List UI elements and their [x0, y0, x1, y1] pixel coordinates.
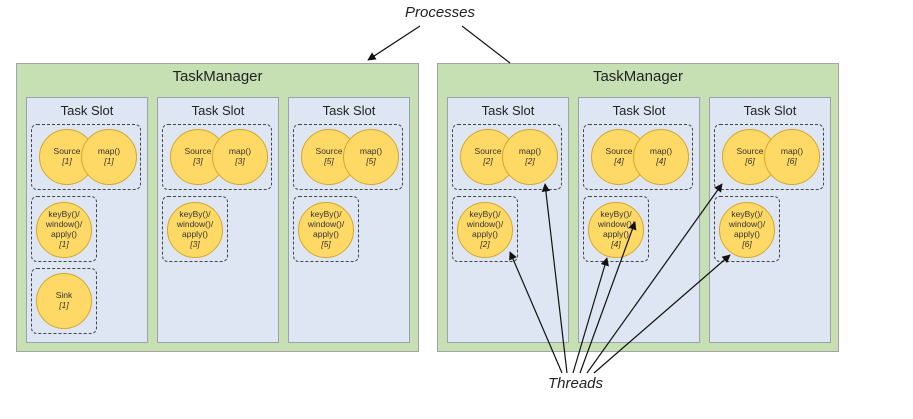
sink-operator: Sink[1] [36, 273, 92, 329]
map-operator-label: map() [780, 146, 804, 157]
thread-arrow-5 [586, 183, 723, 374]
window-operator: keyBy()/ window()/ apply()[2] [457, 202, 513, 258]
taskmanager-title: TaskManager [592, 68, 684, 85]
thread-arrow-1 [509, 251, 563, 374]
thread-arrow-2 [541, 183, 568, 374]
source-operator-index: [4] [614, 156, 624, 166]
window-operator-group [714, 196, 780, 262]
window-operator-group [452, 196, 518, 262]
window-operator-label: keyBy()/ window()/ apply() [45, 209, 83, 239]
source-operator-label: Source [605, 146, 633, 157]
map-operator: map()[3] [212, 129, 268, 185]
window-operator: keyBy()/ window()/ apply()[3] [167, 202, 223, 258]
source-operator-index: [2] [483, 156, 493, 166]
window-operator-index: [5] [321, 238, 331, 249]
source-operator-label: Source [736, 146, 764, 157]
window-operator-group [293, 196, 359, 262]
window-operator-group [31, 196, 97, 262]
window-operator-label: keyBy()/ window()/ apply() [307, 209, 345, 239]
map-operator: map()[5] [343, 129, 399, 185]
thread-arrow-4 [579, 221, 637, 374]
window-operator-index: [3] [190, 238, 200, 249]
window-operator-index: [1] [59, 238, 69, 249]
source-operator-index: [5] [324, 156, 334, 166]
map-operator-label: map() [518, 146, 542, 157]
thread-arrow-3 [572, 257, 609, 374]
window-operator: keyBy()/ window()/ apply()[1] [36, 202, 92, 258]
sink-operator-label: Sink [55, 290, 73, 301]
window-operator-label: keyBy()/ window()/ apply() [728, 209, 766, 239]
operator-chain-group [583, 124, 693, 190]
window-operator: keyBy()/ window()/ apply()[5] [298, 202, 354, 258]
window-operator-group [162, 196, 228, 262]
task-slot-title: Task Slot [191, 103, 245, 118]
window-operator-label: keyBy()/ window()/ apply() [176, 209, 214, 239]
task-slot-title: Task Slot [743, 103, 797, 118]
source-operator-label: Source [53, 146, 81, 157]
window-operator-group [583, 196, 649, 262]
map-operator-index: [1] [104, 156, 114, 166]
map-operator: map()[1] [81, 129, 137, 185]
map-operator-index: [3] [235, 156, 245, 166]
operator-chain-group [452, 124, 562, 190]
task-slot-title: Task Slot [60, 103, 114, 118]
source-operator-label: Source [315, 146, 343, 157]
task-slot-title: Task Slot [322, 103, 376, 118]
task-slot-title: Task Slot [612, 103, 666, 118]
map-operator-label: map() [649, 146, 673, 157]
map-operator: map()[2] [502, 129, 558, 185]
map-operator-label: map() [97, 146, 121, 157]
map-operator: map()[4] [633, 129, 689, 185]
window-operator-label: keyBy()/ window()/ apply() [466, 209, 504, 239]
processes-label: Processes [405, 4, 476, 21]
thread-arrow-6 [593, 254, 731, 374]
map-operator-label: map() [228, 146, 252, 157]
source-operator-label: Source [474, 146, 502, 157]
sink-operator-index: [1] [59, 300, 69, 310]
map-operator-index: [6] [787, 156, 797, 166]
operator-chain-group [162, 124, 272, 190]
task-slot-title: Task Slot [481, 103, 535, 118]
window-operator-index: [2] [480, 238, 490, 249]
source-operator-index: [1] [62, 156, 72, 166]
source-operator-index: [3] [193, 156, 203, 166]
map-operator-index: [5] [366, 156, 376, 166]
window-operator-index: [6] [742, 238, 752, 249]
operator-chain-group [31, 124, 141, 190]
process-arrow-2 [461, 25, 511, 64]
map-operator-index: [4] [656, 156, 666, 166]
source-operator: Source[4] [591, 129, 647, 185]
map-operator: map()[6] [764, 129, 820, 185]
window-operator-index: [4] [611, 238, 621, 249]
window-operator-label: keyBy()/ window()/ apply() [597, 209, 635, 239]
threads-label: Threads [548, 375, 604, 392]
process-arrow-1 [367, 25, 421, 61]
operator-chain-group [714, 124, 824, 190]
taskmanager-title: TaskManager [172, 68, 263, 85]
operator-chain-group [293, 124, 403, 190]
sink-operator-group [31, 268, 97, 334]
map-operator-label: map() [359, 146, 383, 157]
source-operator-label: Source [184, 146, 212, 157]
map-operator-index: [2] [525, 156, 535, 166]
source-operator-index: [6] [745, 156, 755, 166]
window-operator: keyBy()/ window()/ apply()[6] [719, 202, 775, 258]
